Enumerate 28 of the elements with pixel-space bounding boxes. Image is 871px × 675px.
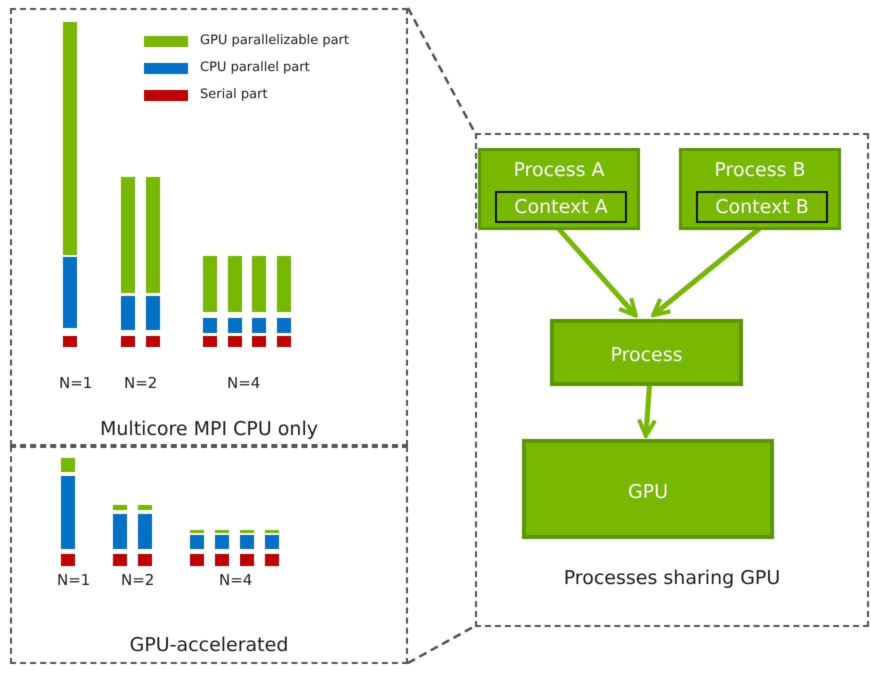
process-box <box>478 148 640 230</box>
bar-group-label: N=1 <box>57 571 90 589</box>
arrow <box>637 384 657 438</box>
legend-label: Serial part <box>200 87 268 102</box>
box-label: Process <box>609 344 684 366</box>
bar-group-label: N=4 <box>219 571 252 589</box>
dashed-panel <box>10 8 408 446</box>
process-box <box>522 439 774 539</box>
panel-heading: GPU-accelerated <box>128 634 290 656</box>
process-box <box>679 148 841 230</box>
panel-heading: Processes sharing GPU <box>562 567 782 589</box>
process-box <box>550 319 743 386</box>
box-label: Context B <box>714 196 810 218</box>
box-label: Context A <box>513 196 609 218</box>
box-label: Process B <box>713 159 807 181</box>
box-label: Process A <box>512 159 606 181</box>
panel-heading: Multicore MPI CPU only <box>99 418 319 440</box>
context-box <box>696 191 828 223</box>
bar-group-label: N=4 <box>227 374 260 392</box>
legend-label: CPU parallel part <box>200 60 310 75</box>
bar-group-label: N=1 <box>59 374 92 392</box>
bar-group-label: N=2 <box>121 571 154 589</box>
context-box <box>495 191 627 223</box>
dashed-panel <box>10 446 408 664</box>
legend-label: GPU parallelizable part <box>200 33 349 48</box>
box-label: GPU <box>626 481 670 503</box>
bar-group-label: N=2 <box>124 374 158 392</box>
dashed-panel <box>475 133 869 627</box>
